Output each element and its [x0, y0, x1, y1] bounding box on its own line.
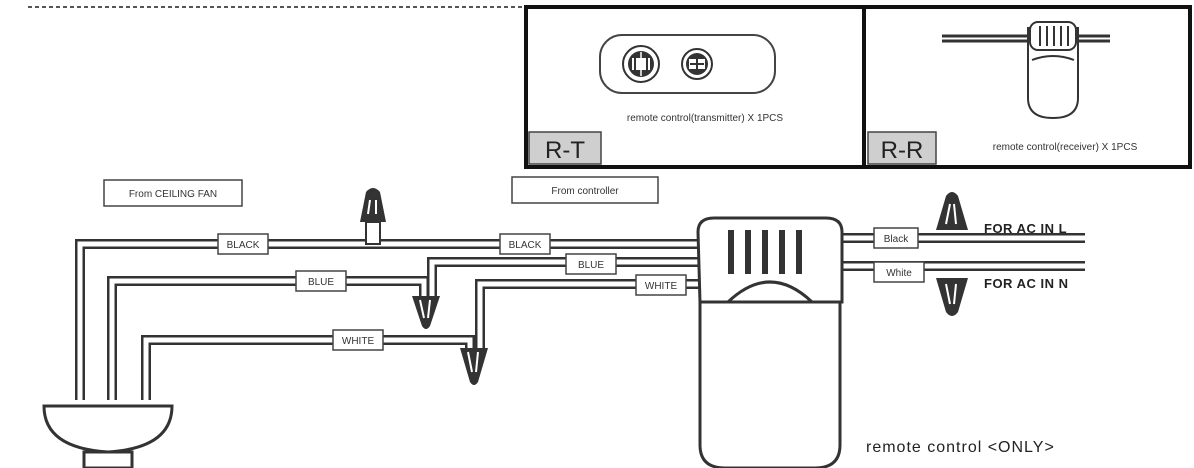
wire-connector-icon: [412, 296, 440, 329]
tag-white-mid: WHITE: [635, 274, 687, 296]
svg-text:Black: Black: [884, 234, 909, 245]
transmitter-code: R-T: [545, 137, 585, 164]
tag-black-left: BLACK: [217, 233, 269, 255]
tag-white-left: WHITE: [332, 329, 384, 351]
svg-text:WHITE: WHITE: [342, 336, 375, 347]
label-from-controller: From controller: [511, 176, 659, 204]
svg-text:BLUE: BLUE: [308, 277, 334, 288]
receiver-unit-icon: [696, 216, 844, 468]
wire-connector-icon: [460, 348, 488, 385]
remote-button-icon: [681, 48, 713, 80]
transmitter-panel: remote control(transmitter) X 1PCS R-T: [524, 5, 866, 169]
tag-black-mid: BLACK: [499, 233, 551, 255]
label-for-ac-in-n: FOR AC IN N: [984, 276, 1068, 291]
remote-button-icon: [622, 45, 660, 83]
label-from-ceiling-fan: From CEILING FAN: [103, 179, 243, 207]
tag-white-right: White: [873, 261, 925, 283]
svg-text:BLACK: BLACK: [509, 240, 542, 251]
svg-text:BLUE: BLUE: [578, 260, 604, 271]
tag-black-right: Black: [873, 227, 919, 249]
tag-blue-mid: BLUE: [565, 253, 617, 275]
svg-text:White: White: [886, 268, 912, 279]
receiver-code: R-R: [881, 137, 924, 164]
transmitter-caption: remote control(transmitter) X 1PCS: [627, 113, 783, 124]
remote-receiver-icon: [1027, 21, 1079, 120]
ceiling-fan-canopy-icon: [42, 404, 174, 468]
label-for-ac-in-l: FOR AC IN L: [984, 221, 1067, 236]
receiver-caption: remote control(receiver) X 1PCS: [993, 142, 1138, 153]
tag-blue-left: BLUE: [295, 270, 347, 292]
svg-text:WHITE: WHITE: [645, 281, 678, 292]
receiver-panel: R-R remote control(receiver) X 1PCS: [862, 5, 1192, 169]
wire-connector-icon: [360, 188, 386, 245]
remote-control-only-note: remote control <ONLY>: [866, 439, 1055, 456]
svg-text:From CEILING FAN: From CEILING FAN: [129, 189, 217, 200]
svg-text:BLACK: BLACK: [227, 240, 260, 251]
wire-connector-icon: [936, 278, 968, 316]
svg-text:From controller: From controller: [551, 186, 619, 197]
wire-connector-icon: [936, 192, 968, 230]
